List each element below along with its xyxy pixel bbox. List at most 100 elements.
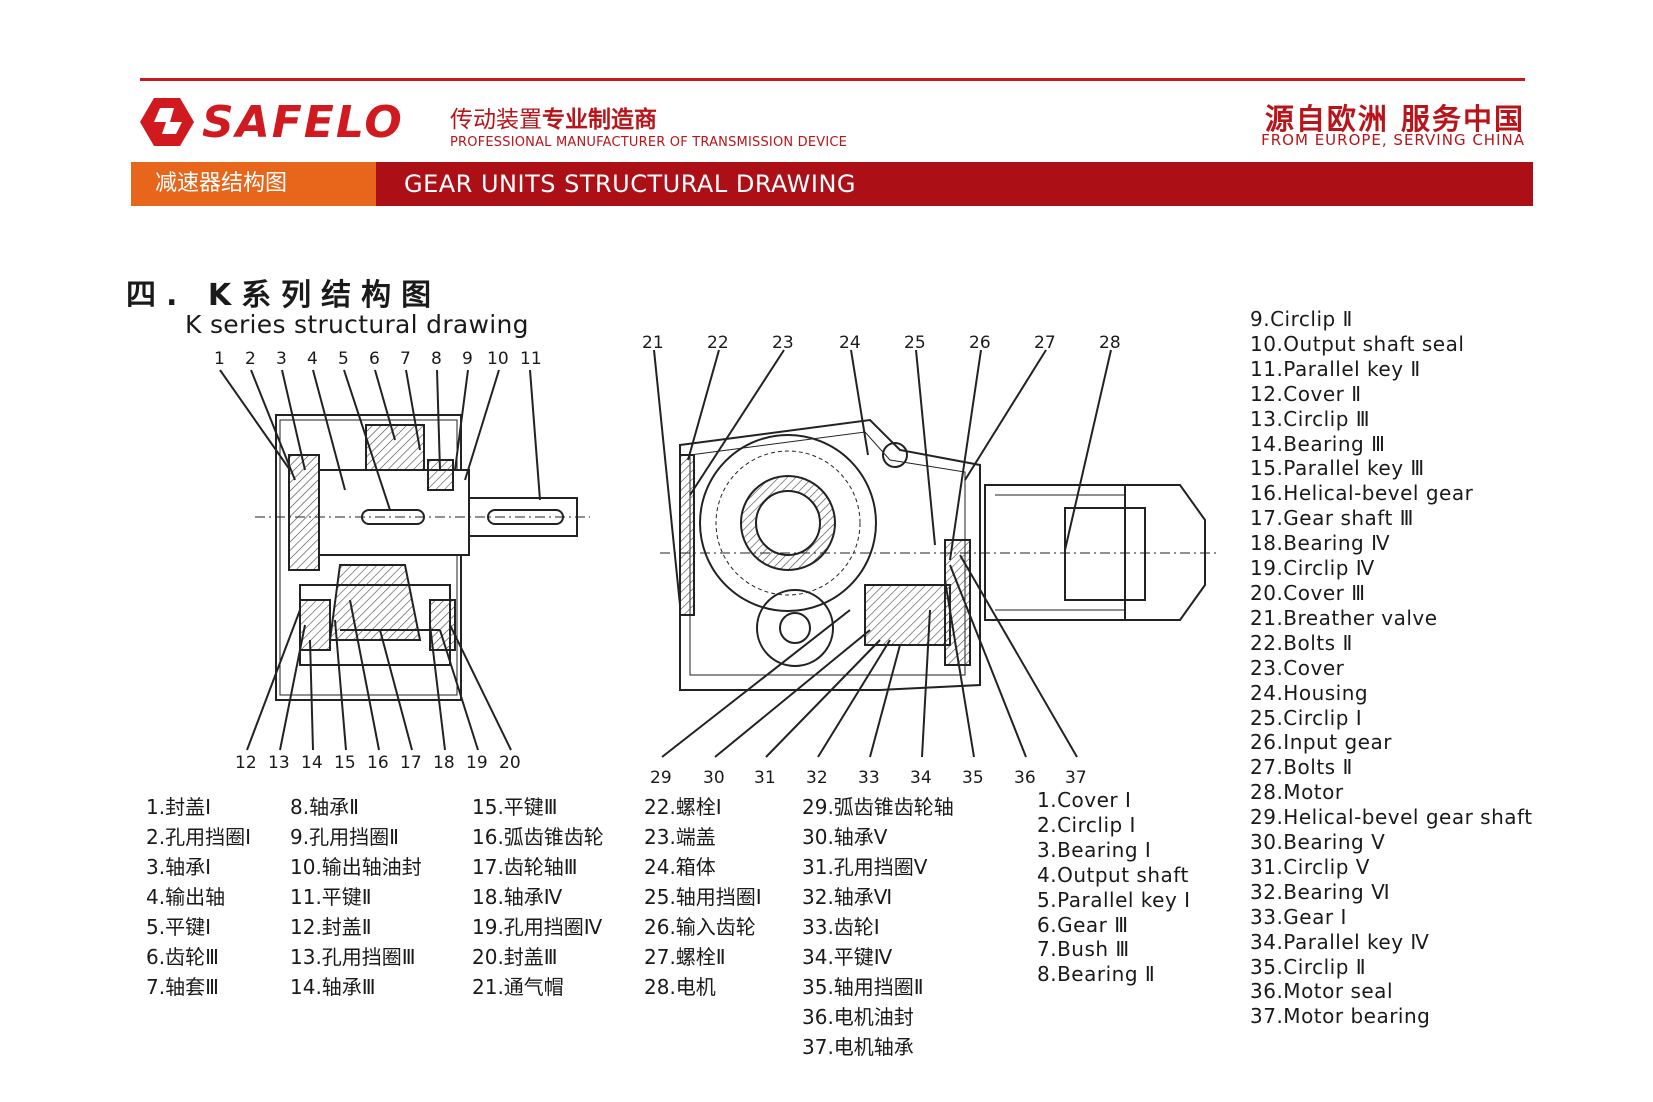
list-item: 14.轴承Ⅲ [290, 975, 376, 999]
callout-37: 37 [1065, 768, 1087, 788]
list-item: 31.孔用挡圈Ⅴ [802, 855, 928, 879]
list-item: 26.输入齿轮 [644, 915, 756, 939]
callout-6: 6 [369, 349, 380, 369]
list-item: 6.Gear Ⅲ [1037, 912, 1129, 937]
list-item: 31.Circlip Ⅴ [1250, 854, 1370, 879]
callout-30: 30 [703, 768, 725, 788]
list-item: 37.电机轴承 [802, 1035, 914, 1059]
callout-26: 26 [969, 333, 991, 353]
callout-22: 22 [707, 333, 729, 353]
list-item: 29.Helical-bevel gear shaft [1250, 805, 1533, 830]
breather-boss [882, 442, 908, 468]
list-item: 32.Bearing Ⅵ [1250, 879, 1391, 904]
callout-16: 16 [367, 753, 389, 773]
list-item: 28.Motor [1250, 780, 1344, 805]
motor-terminal-box [1064, 507, 1146, 601]
callout-4: 4 [307, 349, 318, 369]
callout-12: 12 [235, 753, 257, 773]
list-item: 10.输出轴油封 [290, 855, 422, 879]
list-item: 24.Housing [1250, 680, 1369, 705]
list-item: 30.轴承Ⅴ [802, 825, 888, 849]
slogan-en: FROM EUROPE, SERVING CHINA [1261, 131, 1525, 149]
callout-1: 1 [214, 349, 225, 369]
brand-logo: SAFELO [140, 96, 404, 148]
callout-8: 8 [431, 349, 442, 369]
list-item: 30.Bearing Ⅴ [1250, 830, 1386, 855]
left-callouts-bottom: 12 13 14 15 16 17 18 19 20 [235, 753, 521, 773]
list-item: 2.孔用挡圈Ⅰ [146, 825, 251, 849]
list-item: 25.Circlip Ⅰ [1250, 705, 1363, 730]
list-item: 16.弧齿锥齿轮 [472, 825, 604, 849]
parts-zh-col-5: 29.弧齿锥齿轮轴 30.轴承Ⅴ 31.孔用挡圈Ⅴ 32.轴承Ⅵ 33.齿轮Ⅰ … [802, 792, 954, 1062]
list-item: 35.轴用挡圈Ⅱ [802, 975, 924, 999]
callout-36: 36 [1014, 768, 1036, 788]
brand-name: SAFELO [202, 96, 404, 148]
parts-zh-col-1: 1.封盖Ⅰ 2.孔用挡圈Ⅰ 3.轴承Ⅰ 4.输出轴 5.平键Ⅰ 6.齿轮Ⅲ 7.… [146, 792, 251, 1002]
callout-21: 21 [642, 333, 664, 353]
parts-en-col-right: 9.Circlip Ⅱ 10.Output shaft seal 11.Para… [1250, 307, 1533, 1029]
list-item: 10.Output shaft seal [1250, 331, 1465, 356]
callout-7: 7 [400, 349, 411, 369]
end-cover [679, 454, 695, 616]
list-item: 26.Input gear [1250, 730, 1392, 755]
list-item: 17.齿轮轴Ⅲ [472, 855, 578, 879]
list-item: 21.Breather valve [1250, 605, 1438, 630]
list-item: 22.Bolts Ⅱ [1250, 630, 1353, 655]
list-item: 11.平键Ⅱ [290, 885, 372, 909]
gear-large-outer [699, 434, 877, 612]
list-item: 2.Circlip Ⅰ [1037, 812, 1136, 837]
callout-34: 34 [910, 768, 932, 788]
callout-18: 18 [433, 753, 455, 773]
list-item: 18.轴承Ⅳ [472, 885, 563, 909]
callout-32: 32 [806, 768, 828, 788]
list-item: 14.Bearing Ⅲ [1250, 431, 1386, 456]
tagline-en: PROFESSIONAL MANUFACTURER OF TRANSMISSIO… [450, 135, 848, 150]
list-item: 19.Circlip Ⅳ [1250, 556, 1375, 581]
safelo-emblem-icon [140, 98, 194, 146]
callout-35: 35 [962, 768, 984, 788]
tagline-zh: 传动装置专业制造商 [450, 107, 657, 133]
list-item: 23.Cover [1250, 655, 1345, 680]
list-item: 25.轴用挡圈Ⅰ [644, 885, 762, 909]
gear-large-pitch [715, 450, 861, 596]
list-item: 33.Gear Ⅰ [1250, 904, 1347, 929]
list-item: 21.通气帽 [472, 975, 564, 999]
callout-5: 5 [338, 349, 349, 369]
callout-29: 29 [650, 768, 672, 788]
callout-28: 28 [1099, 333, 1121, 353]
list-item: 7.Bush Ⅲ [1037, 937, 1130, 962]
left-section-view [219, 369, 590, 751]
cover-3 [429, 599, 456, 651]
callout-31: 31 [754, 768, 776, 788]
title-band: 减速器结构图 GEAR UNITS STRUCTURAL DRAWING [131, 162, 1533, 206]
helical-bevel-gear [328, 564, 422, 641]
callout-25: 25 [904, 333, 926, 353]
callout-17: 17 [400, 753, 422, 773]
list-item: 8.轴承Ⅱ [290, 795, 359, 819]
callout-19: 19 [466, 753, 488, 773]
list-item: 28.电机 [644, 975, 716, 999]
callout-3: 3 [276, 349, 287, 369]
right-section-view [653, 349, 1220, 758]
parts-zh-col-4: 22.螺栓Ⅰ 23.端盖 24.箱体 25.轴用挡圈Ⅰ 26.输入齿轮 27.螺… [644, 792, 762, 1002]
list-item: 7.轴套Ⅲ [146, 975, 219, 999]
motor-end-cap [1124, 484, 1206, 621]
list-item: 4.Output shaft [1037, 862, 1189, 887]
list-item: 34.平键Ⅳ [802, 945, 893, 969]
housing [679, 418, 981, 691]
callout-20: 20 [499, 753, 521, 773]
callout-27: 27 [1034, 333, 1056, 353]
list-item: 3.轴承Ⅰ [146, 855, 211, 879]
list-item: 24.箱体 [644, 855, 716, 879]
cover-1 [288, 454, 320, 571]
list-item: 5.平键Ⅰ [146, 915, 211, 939]
list-item: 6.齿轮Ⅲ [146, 945, 219, 969]
list-item: 32.轴承Ⅵ [802, 885, 893, 909]
list-item: 29.弧齿锥齿轮轴 [802, 795, 954, 819]
band-label-en: GEAR UNITS STRUCTURAL DRAWING [404, 170, 856, 198]
left-callouts-top: 1 2 3 4 5 6 7 8 9 10 11 [214, 349, 542, 369]
callout-14: 14 [301, 753, 323, 773]
list-item: 3.Bearing Ⅰ [1037, 837, 1152, 862]
bevel-gear-shaft-center [779, 612, 811, 644]
list-item: 27.Bolts Ⅱ [1250, 755, 1353, 780]
